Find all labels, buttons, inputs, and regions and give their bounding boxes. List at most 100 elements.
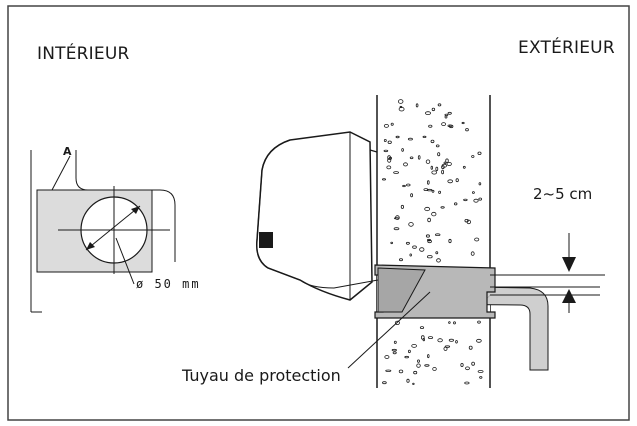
stucco-speck: [417, 359, 420, 363]
stucco-speck: [387, 158, 392, 163]
stucco-speck: [426, 188, 433, 192]
stucco-speck: [463, 198, 468, 202]
stucco-speck: [447, 179, 454, 184]
stucco-speck: [453, 321, 456, 325]
stucco-speck: [420, 335, 425, 340]
stucco-speck: [406, 183, 411, 187]
stucco-speck: [422, 135, 427, 138]
stucco-speck: [427, 217, 431, 223]
stucco-speck: [398, 258, 403, 262]
stucco-speck: [391, 348, 397, 352]
stucco-speck: [393, 227, 400, 231]
stucco-speck: [435, 144, 440, 148]
pipe-label: Tuyau de protection: [182, 366, 341, 385]
stucco-speck: [465, 128, 469, 132]
stucco-speck: [438, 190, 442, 194]
stucco-speck: [471, 361, 475, 366]
stucco-speck: [416, 363, 421, 368]
stucco-speck: [445, 158, 449, 163]
marker-a-label: A: [63, 145, 72, 158]
corner-guide-line: [30, 150, 42, 313]
stucco-speck: [455, 178, 459, 183]
stucco-speck: [473, 198, 479, 203]
stucco-speck: [427, 354, 430, 359]
indoor-unit-front: [256, 139, 301, 281]
stucco-speck: [478, 197, 483, 201]
stucco-speck: [465, 366, 470, 371]
diameter-arrowhead-2: [131, 206, 140, 214]
gap-dimension: [490, 233, 605, 313]
stucco-speck: [462, 165, 466, 169]
stucco-speck: [437, 103, 442, 107]
stucco-speck: [394, 217, 400, 220]
stucco-speck: [464, 381, 470, 385]
stucco-speck: [470, 251, 475, 256]
stucco-speck: [387, 155, 391, 160]
stucco-speck: [436, 258, 441, 263]
stucco-speck: [405, 241, 410, 245]
stucco-speck: [402, 184, 406, 188]
stucco-speck: [477, 370, 484, 373]
stucco-speck: [476, 338, 482, 343]
stucco-speck: [464, 218, 469, 223]
stucco-speck: [412, 245, 417, 249]
stucco-speck: [437, 152, 441, 157]
stucco-speck: [408, 222, 414, 227]
stucco-speck: [428, 124, 433, 128]
stucco-speck: [401, 148, 404, 152]
exterior-label: EXTÉRIEUR: [518, 38, 615, 58]
stucco-speck: [394, 320, 400, 325]
stucco-speck: [448, 321, 451, 324]
stucco-speck: [435, 233, 441, 237]
stucco-speck: [400, 204, 404, 209]
stucco-speck: [425, 159, 431, 164]
stucco-speck: [444, 115, 448, 119]
stucco-speck: [393, 171, 400, 174]
stucco-speck: [424, 364, 430, 367]
pipe-assembly: [374, 264, 600, 371]
indoor-unit-mount: [369, 149, 378, 153]
stucco-speck: [468, 345, 473, 350]
diameter-arrowhead-1: [86, 242, 95, 250]
stucco-speck: [386, 165, 392, 170]
stucco-speck: [431, 189, 435, 193]
stucco-speck: [387, 140, 392, 144]
stucco-speck: [393, 340, 397, 344]
diameter-leader: [115, 237, 135, 285]
stucco-speck: [431, 170, 438, 175]
gap-label: 2~5 cm: [533, 185, 593, 203]
stucco-speck: [398, 99, 404, 104]
stucco-speck: [479, 376, 483, 379]
stucco-speck: [392, 351, 397, 355]
interior-label: INTÉRIEUR: [37, 44, 130, 64]
wall-cross-section: [376, 95, 491, 388]
stucco-speck: [413, 370, 418, 375]
stucco-speck: [427, 336, 434, 340]
stucco-speck: [461, 121, 465, 125]
stucco-speck: [460, 362, 464, 367]
stucco-speck: [383, 149, 389, 153]
stucco-speck: [406, 378, 410, 383]
stucco-speck: [437, 338, 443, 343]
stucco-speck: [415, 103, 419, 108]
stucco-speck: [409, 156, 414, 160]
stucco-speck: [432, 366, 437, 371]
stucco-speck: [382, 381, 387, 385]
stucco-speck: [430, 165, 434, 170]
stucco-speck: [448, 338, 454, 342]
stucco-speck: [427, 239, 432, 244]
stucco-speck: [477, 320, 481, 324]
stucco-speck: [448, 238, 452, 244]
stucco-speck: [426, 255, 433, 259]
stucco-speck: [404, 355, 410, 359]
stucco-speck: [425, 234, 430, 238]
stucco-speck: [407, 137, 413, 141]
stucco-speck: [441, 169, 445, 175]
stucco-speck: [426, 238, 431, 242]
stucco-speck: [381, 178, 386, 181]
stucco-speck: [424, 111, 431, 115]
indoor-unit: [255, 131, 379, 301]
stucco-speck: [443, 161, 447, 165]
stucco-speck: [412, 382, 415, 385]
stucco-speck: [424, 206, 431, 212]
